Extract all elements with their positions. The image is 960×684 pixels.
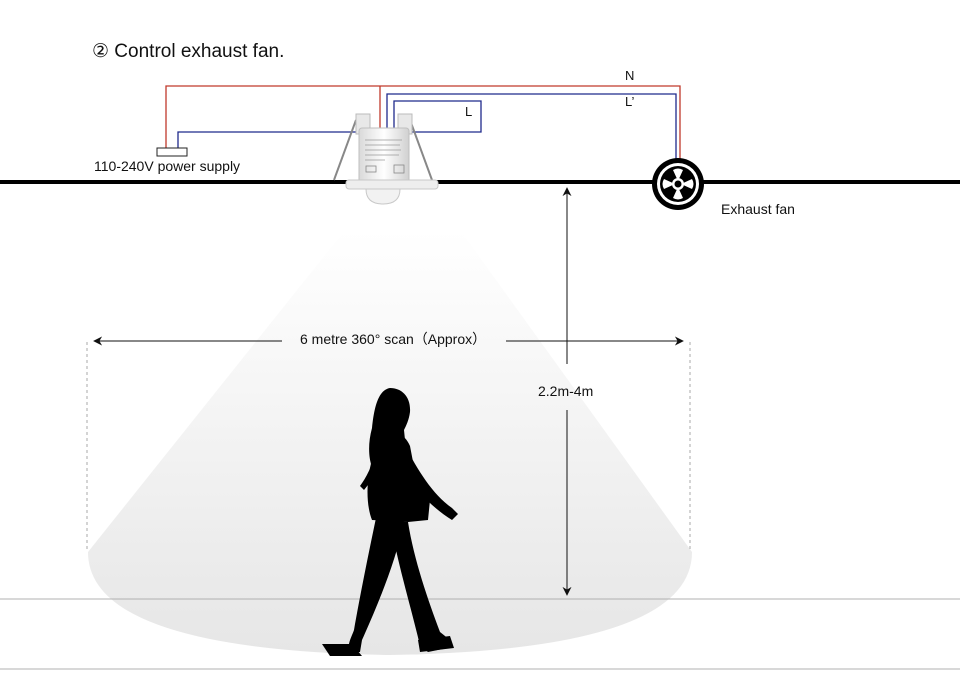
terminal-block-icon — [156, 147, 188, 157]
mount-height-label: 2.2m-4m — [538, 383, 594, 399]
neutral-wire-label: N — [625, 68, 635, 83]
live-wire-label: L — [465, 104, 473, 119]
load-out-wire-label: L’ — [625, 94, 635, 109]
motion-sensor-icon — [333, 113, 439, 205]
neutral-wire — [165, 85, 681, 160]
scan-range-label: 6 metre 360° scan（Approx） — [300, 331, 487, 347]
walking-person-icon — [322, 388, 458, 656]
power-supply-label: 110-240V power supply — [94, 158, 241, 174]
live-wire — [177, 93, 677, 160]
exhaust-fan-icon — [652, 158, 704, 210]
exhaust-fan-label: Exhaust fan — [721, 201, 795, 217]
diagram-title: ② Control exhaust fan. — [92, 41, 285, 62]
